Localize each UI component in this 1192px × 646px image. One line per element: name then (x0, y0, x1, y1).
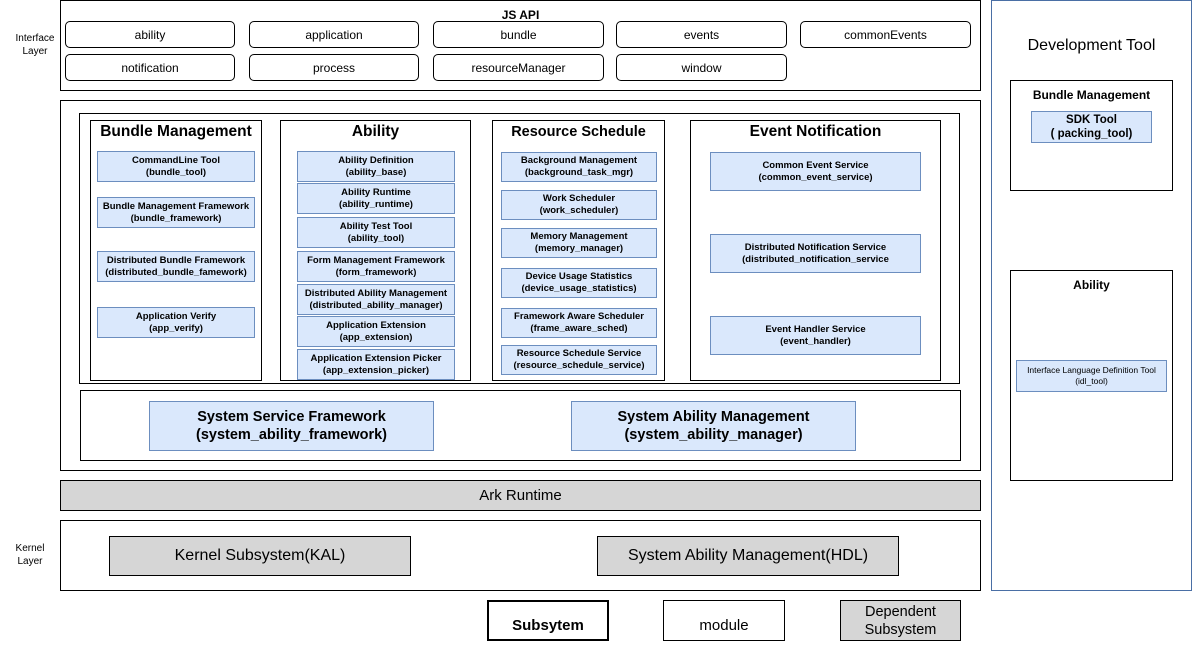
dev-bundle-management-group: Bundle Management SDK Tool ( packing_too… (1010, 80, 1173, 191)
system-service-framework: System Service Framework (system_ability… (149, 401, 434, 451)
module-form-framework: Form Management Framework (form_framewor… (297, 251, 455, 282)
legend-dependent-subsystem: Dependent Subsystem (840, 600, 961, 641)
api-commonevents: commonEvents (800, 21, 971, 48)
bundle-management-title: Bundle Management (100, 123, 252, 140)
api-resourcemanager: resourceManager (433, 54, 604, 81)
development-tool-title: Development Tool (1027, 37, 1156, 54)
module-ability-base: Ability Definition (ability_base) (297, 151, 455, 182)
system-ability-management-hdl: System Ability Management(HDL) (597, 536, 899, 576)
api-process: process (249, 54, 419, 81)
module-distributed-bundle-framework: Distributed Bundle Framework (distribute… (97, 251, 255, 282)
interface-layer-label: Interface Layer (15, 33, 55, 57)
module-app-verify: Application Verify (app_verify) (97, 307, 255, 338)
bundle-management-group: Bundle Management CommandLine Tool (bund… (90, 120, 262, 381)
module-idl-tool: Interface Language Definition Tool (idl_… (1016, 360, 1167, 392)
module-bundle-framework: Bundle Management Framework (bundle_fram… (97, 197, 255, 228)
api-events: events (616, 21, 787, 48)
module-distributed-notification-service: Distributed Notification Service (distri… (710, 234, 921, 273)
api-window: window (616, 54, 787, 81)
resource-schedule-group: Resource Schedule Background Management … (492, 120, 665, 381)
module-event-handler: Event Handler Service (event_handler) (710, 316, 921, 355)
kernel-subsystem-kal: Kernel Subsystem(KAL) (109, 536, 411, 576)
system-ability-manager: System Ability Management (system_abilit… (571, 401, 856, 451)
event-notification-group: Event Notification Common Event Service … (690, 120, 941, 381)
event-notification-title: Event Notification (749, 123, 882, 140)
module-bundle-tool: CommandLine Tool (bundle_tool) (97, 151, 255, 182)
kernel-layer-label: Kernel Layer (15, 543, 45, 567)
kernel-layer-panel: Kernel Subsystem(KAL) System Ability Man… (60, 520, 981, 591)
resource-schedule-title: Resource Schedule (511, 124, 646, 140)
module-common-event-service: Common Event Service (common_event_servi… (710, 152, 921, 191)
module-background-task-mgr: Background Management (background_task_m… (501, 152, 657, 182)
api-ability: ability (65, 21, 235, 48)
module-ability-runtime: Ability Runtime (ability_runtime) (297, 183, 455, 214)
js-api-title: JS API (501, 8, 540, 22)
dev-ability-title: Ability (1073, 278, 1110, 292)
module-resource-schedule-service: Resource Schedule Service (resource_sche… (501, 345, 657, 375)
module-ability-tool: Ability Test Tool (ability_tool) (297, 217, 455, 248)
system-services-container: System Service Framework (system_ability… (80, 390, 961, 461)
ark-runtime: Ark Runtime (60, 480, 981, 511)
module-app-extension: Application Extension (app_extension) (297, 316, 455, 347)
module-distributed-ability-manager: Distributed Ability Management (distribu… (297, 284, 455, 315)
api-bundle: bundle (433, 21, 604, 48)
module-packing-tool: SDK Tool ( packing_tool) (1031, 111, 1152, 143)
legend-module: module (663, 600, 785, 641)
ability-group: Ability Ability Definition (ability_base… (280, 120, 471, 381)
development-tool-panel: Development Tool Bundle Management SDK T… (991, 0, 1192, 591)
api-application: application (249, 21, 419, 48)
module-work-scheduler: Work Scheduler (work_scheduler) (501, 190, 657, 220)
api-notification: notification (65, 54, 235, 81)
ability-title: Ability (351, 123, 400, 140)
module-device-usage-statistics: Device Usage Statistics (device_usage_st… (501, 268, 657, 298)
module-app-extension-picker: Application Extension Picker (app_extens… (297, 349, 455, 380)
js-api-panel: JS API ability application bundle events… (60, 0, 981, 91)
module-frame-aware-sched: Framework Aware Scheduler (frame_aware_s… (501, 308, 657, 338)
dev-bundle-management-title: Bundle Management (1032, 88, 1151, 102)
module-memory-manager: Memory Management (memory_manager) (501, 228, 657, 258)
dev-ability-group: Ability Interface Language Definition To… (1010, 270, 1173, 481)
legend-subsystem: Subsytem (487, 600, 609, 641)
